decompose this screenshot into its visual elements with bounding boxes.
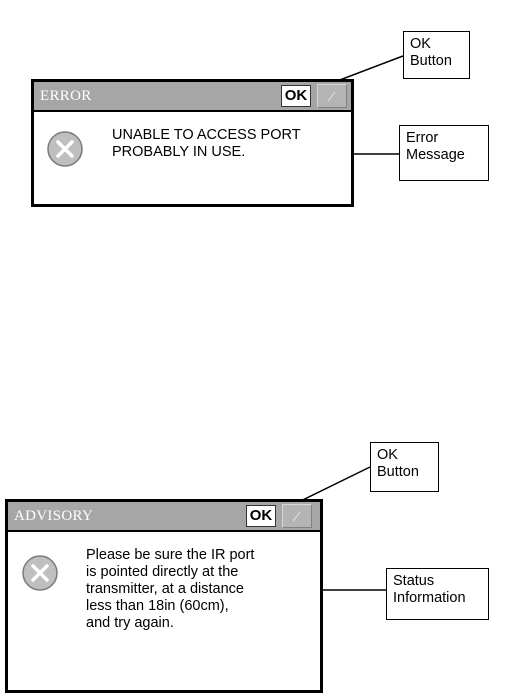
error-message-text: UNABLE TO ACCESS PORT PROBABLY IN USE. <box>112 127 301 161</box>
advisory-dialog-titlebar: ADVISORY OK <box>8 502 320 532</box>
advisory-ok-button[interactable]: OK <box>246 505 276 527</box>
error-x-circle-icon <box>46 130 84 168</box>
error-dialog: ERROR OK UNABLE TO ACCESS PORT PROBABLY … <box>31 79 354 207</box>
status-information-callout: Status Information <box>386 568 489 620</box>
help-icon <box>318 85 346 107</box>
error-help-button[interactable] <box>317 84 347 108</box>
advisory-help-button[interactable] <box>282 504 312 528</box>
advisory-message-text: Please be sure the IR port is pointed di… <box>86 547 254 632</box>
advisory-dialog: ADVISORY OK Please be sure the IR port i… <box>5 499 323 693</box>
error-dialog-titlebar: ERROR OK <box>34 82 351 112</box>
advisory-dialog-title: ADVISORY <box>14 508 93 525</box>
help-icon <box>283 505 311 527</box>
error-message-callout: Error Message <box>399 125 489 181</box>
error-dialog-title: ERROR <box>40 88 92 105</box>
error-x-circle-icon <box>21 554 59 592</box>
ok-button-callout-1: OK Button <box>403 31 470 79</box>
error-ok-button[interactable]: OK <box>281 85 311 107</box>
ok-button-callout-2: OK Button <box>370 442 439 492</box>
